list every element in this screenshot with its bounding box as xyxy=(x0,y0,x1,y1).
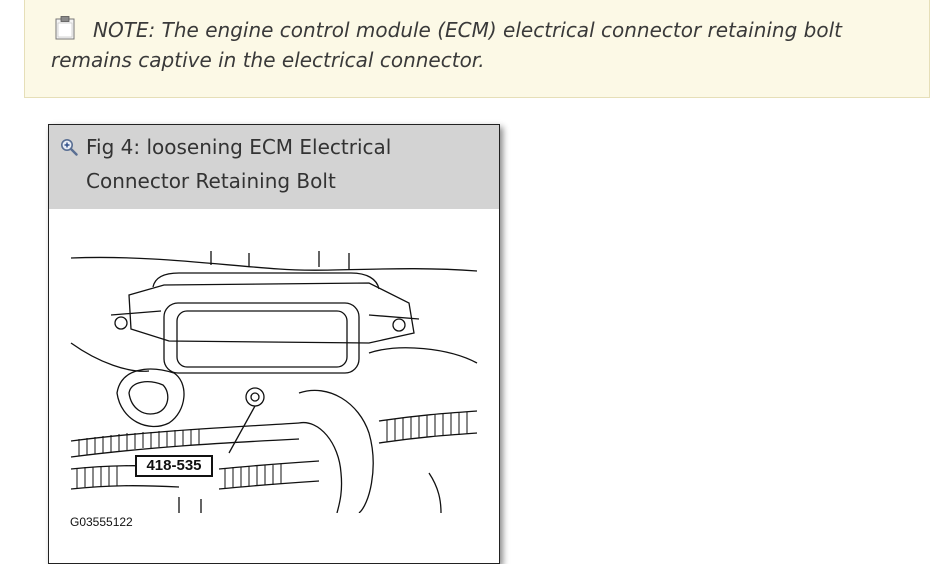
figure-panel: Fig 4: loosening ECM Electrical Connecto… xyxy=(48,124,500,564)
clipboard-icon xyxy=(55,16,75,40)
figure-code: G03555122 xyxy=(70,515,133,529)
note-text: NOTE: The engine control module (ECM) el… xyxy=(51,18,842,72)
ecm-connector-illustration[interactable] xyxy=(69,243,481,513)
figure-title: Fig 4: loosening ECM Electrical Connecto… xyxy=(86,135,392,193)
figure-header: Fig 4: loosening ECM Electrical Connecto… xyxy=(49,125,499,209)
tool-callout-label: 418-535 xyxy=(135,455,213,477)
note-box: NOTE: The engine control module (ECM) el… xyxy=(24,0,930,98)
zoom-in-icon[interactable] xyxy=(60,138,78,156)
